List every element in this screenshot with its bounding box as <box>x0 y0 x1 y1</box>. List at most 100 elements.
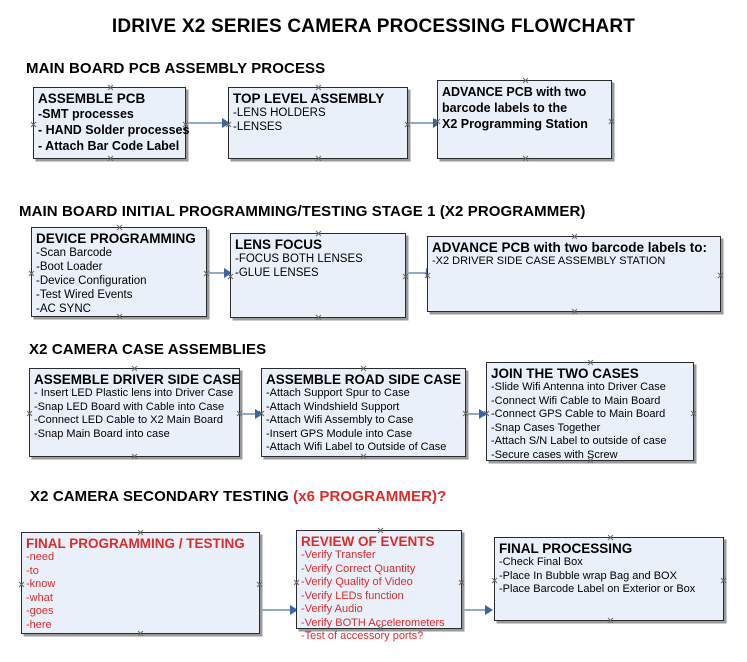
resize-handle-left[interactable] <box>293 579 300 586</box>
box-line: -Scan Barcode <box>36 247 113 259</box>
box-line: - Insert LED Plastic lens into Driver Ca… <box>34 387 234 399</box>
box-line: -SMT processes <box>38 107 134 121</box>
resize-handle-right[interactable] <box>608 118 615 125</box>
arrow-head-3a <box>255 409 263 419</box>
resize-handle-bottom[interactable] <box>315 155 322 162</box>
box-title: DEVICE PROGRAMMING <box>36 231 196 246</box>
box-final-processing[interactable]: FINAL PROCESSING -Check Final Box -Place… <box>494 537 724 621</box>
resize-handle-top[interactable] <box>360 365 367 372</box>
box-line: -Test Wired Events <box>36 289 133 301</box>
connector-2b <box>408 272 432 274</box>
box-line-overflow: -Test of accessory ports? <box>301 630 424 642</box>
resize-handle-left[interactable] <box>28 270 35 277</box>
resize-handle-left[interactable] <box>26 410 33 417</box>
box-assemble-driver-side-case[interactable]: ASSEMBLE DRIVER SIDE CASE - Insert LED P… <box>29 368 240 457</box>
connector-2a <box>209 272 230 274</box>
box-line: -Verify LEDs function <box>301 589 404 602</box>
box-line: -Connect GPS Cable to Main Board <box>491 408 666 420</box>
box-title: ASSEMBLE ROAD SIDE CASE <box>266 372 462 387</box>
connector-4b <box>464 609 490 611</box>
box-line: -GLUE LENSES <box>235 267 319 279</box>
box-line: -know <box>26 578 56 590</box>
box-join-the-two-cases[interactable]: JOIN THE TWO CASES -Slide Wifi Antenna i… <box>486 362 694 461</box>
box-line: -Attach Wifi Label to Outside of Case <box>266 441 447 453</box>
resize-handle-bottom[interactable] <box>107 155 114 162</box>
resize-handle-top[interactable] <box>522 77 529 84</box>
resize-handle-top[interactable] <box>377 527 384 534</box>
box-line: -Snap LED Board with Cable into Case <box>34 400 225 413</box>
section-heading-4-accent: (x6 PROGRAMMER)? <box>293 488 447 505</box>
resize-handle-right[interactable] <box>256 581 263 588</box>
box-title: REVIEW OF EVENTS <box>301 534 435 549</box>
arrow-head-2a <box>224 268 232 278</box>
resize-handle-top[interactable] <box>587 359 594 366</box>
box-line: -Verify Correct Quantity <box>301 562 416 575</box>
resize-handle-top[interactable] <box>315 84 322 91</box>
resize-handle-top[interactable] <box>607 534 614 541</box>
box-line: -Check Final Box <box>499 556 583 568</box>
connector-4a <box>262 609 294 611</box>
box-title: ASSEMBLE DRIVER SIDE CASE <box>34 372 241 387</box>
box-line: -Boot Loader <box>36 261 103 273</box>
resize-handle-left[interactable] <box>30 121 37 128</box>
box-line: -need <box>26 551 55 563</box>
box-line: -Verify BOTH Accelerometers <box>301 616 445 629</box>
box-final-programming-testing[interactable]: FINAL PROGRAMMING / TESTING -need -to -k… <box>21 532 260 634</box>
section-heading-2: MAIN BOARD INITIAL PROGRAMMING/TESTING S… <box>19 203 586 220</box>
resize-handle-bottom[interactable] <box>315 314 322 321</box>
connector-3a <box>242 413 261 415</box>
box-title: FINAL PROGRAMMING / TESTING <box>26 536 245 551</box>
box-top-level-assembly[interactable]: TOP LEVEL ASSEMBLY -LENS HOLDERS -LENSES <box>228 87 408 159</box>
page-title: IDRIVE X2 SERIES CAMERA PROCESSING FLOWC… <box>111 16 636 37</box>
section-heading-4-text: X2 CAMERA SECONDARY TESTING <box>30 488 294 505</box>
resize-handle-right[interactable] <box>720 577 727 584</box>
box-assemble-road-side-case[interactable]: ASSEMBLE ROAD SIDE CASE -Attach Support … <box>261 368 466 457</box>
resize-handle-right[interactable] <box>717 272 724 279</box>
resize-handle-right[interactable] <box>458 579 465 586</box>
box-line: -Connect LED Cable to X2 Main Board <box>34 414 223 426</box>
box-line: - HAND Solder processes <box>38 123 190 137</box>
box-line: -Attach S/N Label to outside of case <box>491 435 667 447</box>
box-line: ADVANCE PCB with two <box>442 85 587 99</box>
box-line: -AC SYNC <box>36 303 91 315</box>
box-line: -Verify Audio <box>301 603 363 615</box>
box-line: -Snap Cases Together <box>491 421 601 434</box>
box-title: TOP LEVEL ASSEMBLY <box>233 91 385 106</box>
resize-handle-top[interactable] <box>315 230 322 237</box>
box-line: -Attach Windshield Support <box>266 400 400 413</box>
box-line: - Attach Bar Code Label <box>38 139 180 153</box>
box-line: -to <box>26 564 39 577</box>
box-review-of-events[interactable]: REVIEW OF EVENTS -Verify Transfer -Verif… <box>293 527 465 642</box>
resize-handle-right[interactable] <box>690 410 697 417</box>
connector-3b <box>468 413 485 415</box>
section-heading-3: X2 CAMERA CASE ASSEMBLIES <box>29 341 267 358</box>
box-title: JOIN THE TWO CASES <box>491 366 639 381</box>
arrow-head-4a <box>290 605 298 615</box>
box-advance-pcb-2[interactable]: ADVANCE PCB with two barcode labels to: … <box>427 236 721 312</box>
box-line: -LENSES <box>233 121 283 133</box>
section-heading-1: MAIN BOARD PCB ASSEMBLY PROCESS <box>26 60 326 77</box>
box-line: -FOCUS BOTH LENSES <box>235 253 363 265</box>
resize-handle-bottom[interactable] <box>131 453 138 460</box>
box-device-programming[interactable]: DEVICE PROGRAMMING -Scan Barcode -Boot L… <box>31 227 207 317</box>
box-line: barcode labels to the <box>442 101 568 115</box>
resize-handle-top[interactable] <box>137 529 144 536</box>
arrow-head-3b <box>479 409 487 419</box>
box-line: -Slide Wifi Antenna into Driver Case <box>491 381 666 393</box>
arrow-head-4b <box>485 605 493 615</box>
resize-handle-bottom[interactable] <box>571 308 578 315</box>
resize-handle-top[interactable] <box>131 365 138 372</box>
box-lens-focus[interactable]: LENS FOCUS -FOCUS BOTH LENSES -GLUE LENS… <box>230 233 406 318</box>
resize-handle-top[interactable] <box>116 224 123 231</box>
box-advance-pcb-1[interactable]: ADVANCE PCB with two barcode labels to t… <box>437 80 612 159</box>
box-line: -X2 DRIVER SIDE CASE ASSEMBLY STATION <box>432 255 666 267</box>
resize-handle-left[interactable] <box>491 577 498 584</box>
resize-handle-top[interactable] <box>571 233 578 240</box>
resize-handle-bottom[interactable] <box>607 617 614 624</box>
box-assemble-pcb[interactable]: ASSEMBLE PCB -SMT processes - HAND Solde… <box>30 84 190 162</box>
resize-handle-bottom[interactable] <box>522 155 529 162</box>
resize-handle-right[interactable] <box>402 273 409 280</box>
resize-handle-top[interactable] <box>107 84 114 91</box>
resize-handle-left[interactable] <box>18 581 25 588</box>
box-line: -Secure cases with Screw <box>491 448 618 461</box>
